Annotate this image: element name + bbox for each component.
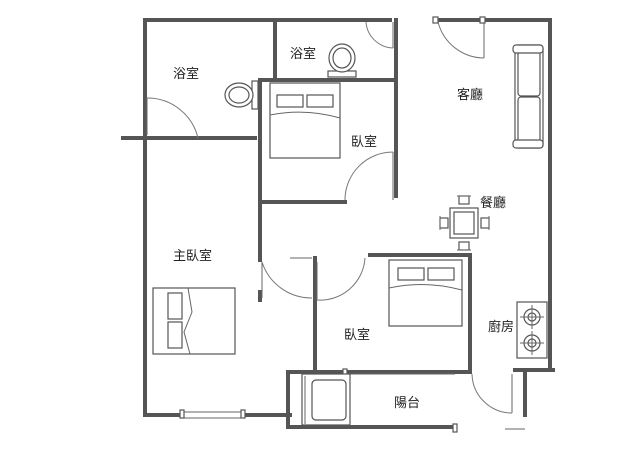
stove — [516, 301, 548, 359]
sofa — [512, 44, 544, 149]
dining-table — [439, 195, 490, 251]
label-bath-left: 浴室 — [173, 66, 199, 82]
toilet-top — [327, 43, 357, 78]
bed-upper — [269, 82, 341, 159]
doors — [146, 21, 525, 430]
label-dining: 餐廳 — [480, 195, 506, 211]
label-master-bedroom: 主臥室 — [173, 248, 212, 264]
bed-lower — [388, 259, 463, 327]
windows — [179, 16, 486, 433]
label-bedroom-lower: 臥室 — [344, 327, 370, 343]
label-kitchen: 廚房 — [488, 319, 514, 335]
interior-walls — [143, 18, 472, 374]
label-balcony: 陽台 — [394, 396, 420, 411]
label-bath-top: 浴室 — [290, 46, 316, 62]
toilet-left — [224, 80, 259, 110]
label-living: 客廳 — [457, 87, 483, 103]
bathtub — [301, 373, 351, 426]
bed-master — [152, 287, 236, 355]
label-bedroom-upper: 臥室 — [351, 134, 377, 150]
outer-walls — [121, 18, 555, 429]
